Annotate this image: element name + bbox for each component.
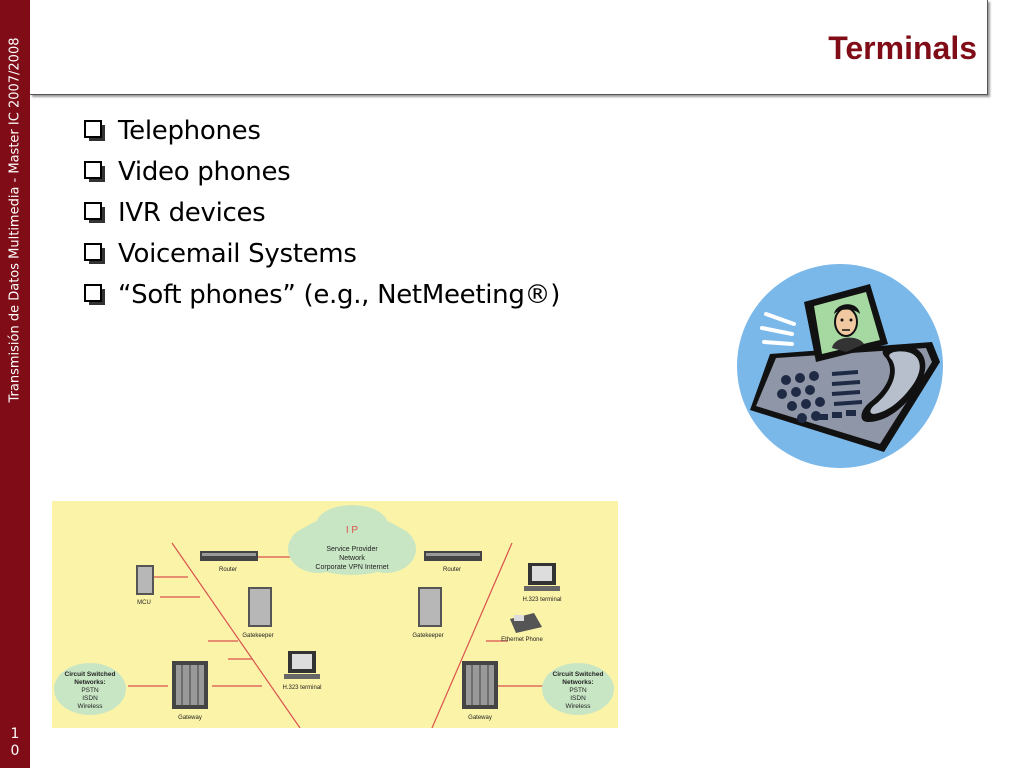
bullet-item: “Soft phones” (e.g., NetMeeting®) <box>84 274 560 315</box>
bullet-item: Telephones <box>84 110 560 151</box>
gateway-left-icon <box>172 661 208 709</box>
h323-terminal-left-icon <box>284 651 320 679</box>
mcu-label: MCU <box>137 600 151 606</box>
checkbox-bullet-icon <box>84 201 106 224</box>
router-right-label: Router <box>443 567 461 573</box>
checkbox-bullet-icon <box>84 242 106 265</box>
h323-terminal-left-label: H.323 terminal <box>282 685 321 691</box>
page-number: 10 <box>10 726 20 759</box>
bullet-item: IVR devices <box>84 192 560 233</box>
bullet-text: IVR devices <box>118 197 266 228</box>
csn-right-title-1: Circuit Switched <box>553 671 604 678</box>
gatekeeper-right-label: Gatekeeper <box>412 633 443 639</box>
bullet-item: Voicemail Systems <box>84 233 560 274</box>
gateway-left-label: Gateway <box>178 715 202 721</box>
slide-title: Terminals <box>828 30 977 66</box>
gateway-right-icon <box>462 661 498 709</box>
csn-right-title-2: Networks: <box>562 679 593 686</box>
gatekeeper-right-icon <box>418 587 442 627</box>
gatekeeper-left-icon <box>248 587 272 627</box>
course-title: Transmisión de Datos Multimedia - Master… <box>7 37 23 403</box>
ethernet-phone-icon <box>510 613 542 633</box>
sidebar: Transmisión de Datos Multimedia - Master… <box>0 0 30 768</box>
csn-left-title-1: Circuit Switched <box>65 671 116 678</box>
gatekeeper-left-label: Gatekeeper <box>242 633 273 639</box>
ethernet-phone-label: Ethernet Phone <box>501 637 543 643</box>
video-phone-icon <box>737 264 943 468</box>
cloud-line-3: Corporate VPN Internet <box>315 564 388 571</box>
bullet-text: Telephones <box>118 115 261 146</box>
checkbox-bullet-icon <box>84 160 106 183</box>
csn-right-isdn: ISDN <box>570 695 586 702</box>
h323-terminal-right-label: H.323 terminal <box>522 597 561 603</box>
csn-right-pstn: PSTN <box>569 687 587 694</box>
router-left-icon <box>200 551 258 561</box>
h323-network-diagram: I P Service Provider Network Corporate V… <box>52 501 618 728</box>
title-bar: Terminals <box>30 0 988 95</box>
csn-right-wireless: Wireless <box>566 703 592 710</box>
csn-left-cloud <box>54 663 126 715</box>
csn-left-isdn: ISDN <box>82 695 98 702</box>
csn-left-pstn: PSTN <box>81 687 99 694</box>
bullet-item: Video phones <box>84 151 560 192</box>
router-right-icon <box>424 551 482 561</box>
bullet-text: “Soft phones” (e.g., NetMeeting®) <box>118 279 561 310</box>
ip-cloud <box>288 505 416 575</box>
gateway-right-label: Gateway <box>468 715 492 721</box>
csn-left-wireless: Wireless <box>78 703 104 710</box>
bullet-text: Voicemail Systems <box>118 238 357 269</box>
mcu-server-icon <box>136 565 154 595</box>
csn-left-title-2: Networks: <box>74 679 105 686</box>
cloud-ip-label: I P <box>346 525 359 536</box>
router-left-label: Router <box>219 567 237 573</box>
checkbox-bullet-icon <box>84 119 106 142</box>
bullet-list: Telephones Video phones IVR devices Voic… <box>84 110 560 315</box>
h323-terminal-right-icon <box>524 563 560 591</box>
cloud-line-2: Network <box>339 555 365 562</box>
csn-right-cloud <box>542 663 614 715</box>
checkbox-bullet-icon <box>84 283 106 306</box>
cloud-line-1: Service Provider <box>326 546 378 553</box>
bullet-text: Video phones <box>118 156 291 187</box>
